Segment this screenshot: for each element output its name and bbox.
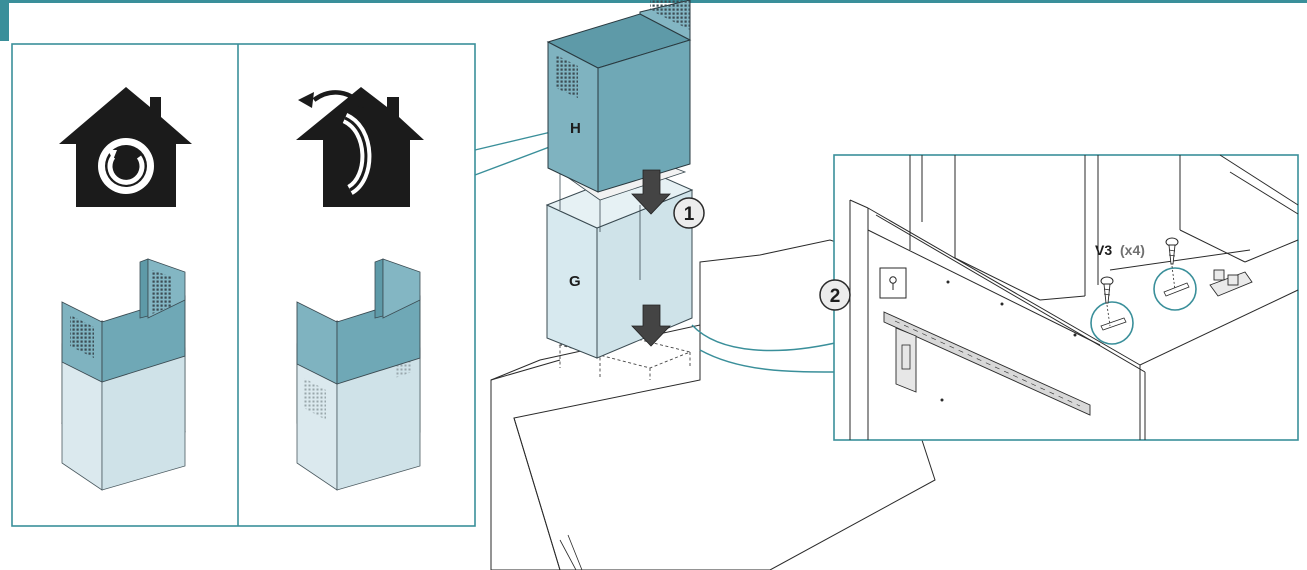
detail-panel: V3 (x4) [833, 154, 1299, 441]
part-label-g: G [569, 273, 581, 290]
step-badge-2: 2 [819, 279, 851, 311]
variant-comparison-panel [11, 43, 476, 527]
part-label-h: H [570, 120, 581, 137]
down-arrow-1 [631, 169, 671, 215]
screw-v3-icon [1100, 276, 1114, 327]
mounting-rail [883, 311, 1091, 416]
house-recirculation-icon [59, 87, 192, 207]
screw-quantity: (x4) [1120, 242, 1145, 258]
chimney-ducted-variant [296, 258, 421, 491]
corner-bracket [1209, 269, 1253, 297]
step-badge-1: 1 [673, 197, 705, 229]
screw-code: V3 [1095, 242, 1112, 258]
callout-curves-detail [691, 324, 836, 373]
corner-accent-tab [0, 3, 9, 41]
step-number-1: 1 [684, 204, 695, 225]
house-ducted-exhaust-icon [296, 87, 424, 207]
screw-v3-icon [1165, 237, 1179, 291]
screw-label: V3 (x4) [1095, 242, 1145, 258]
down-arrow-2 [631, 304, 671, 347]
screw-hole-highlight-2 [1153, 267, 1197, 311]
chimney-recirculation-variant [61, 258, 186, 491]
upper-chimney-h [546, 0, 692, 193]
step-number-2: 2 [830, 286, 841, 307]
screw-hole-highlight-1 [1090, 301, 1134, 345]
hood-body [490, 239, 936, 570]
